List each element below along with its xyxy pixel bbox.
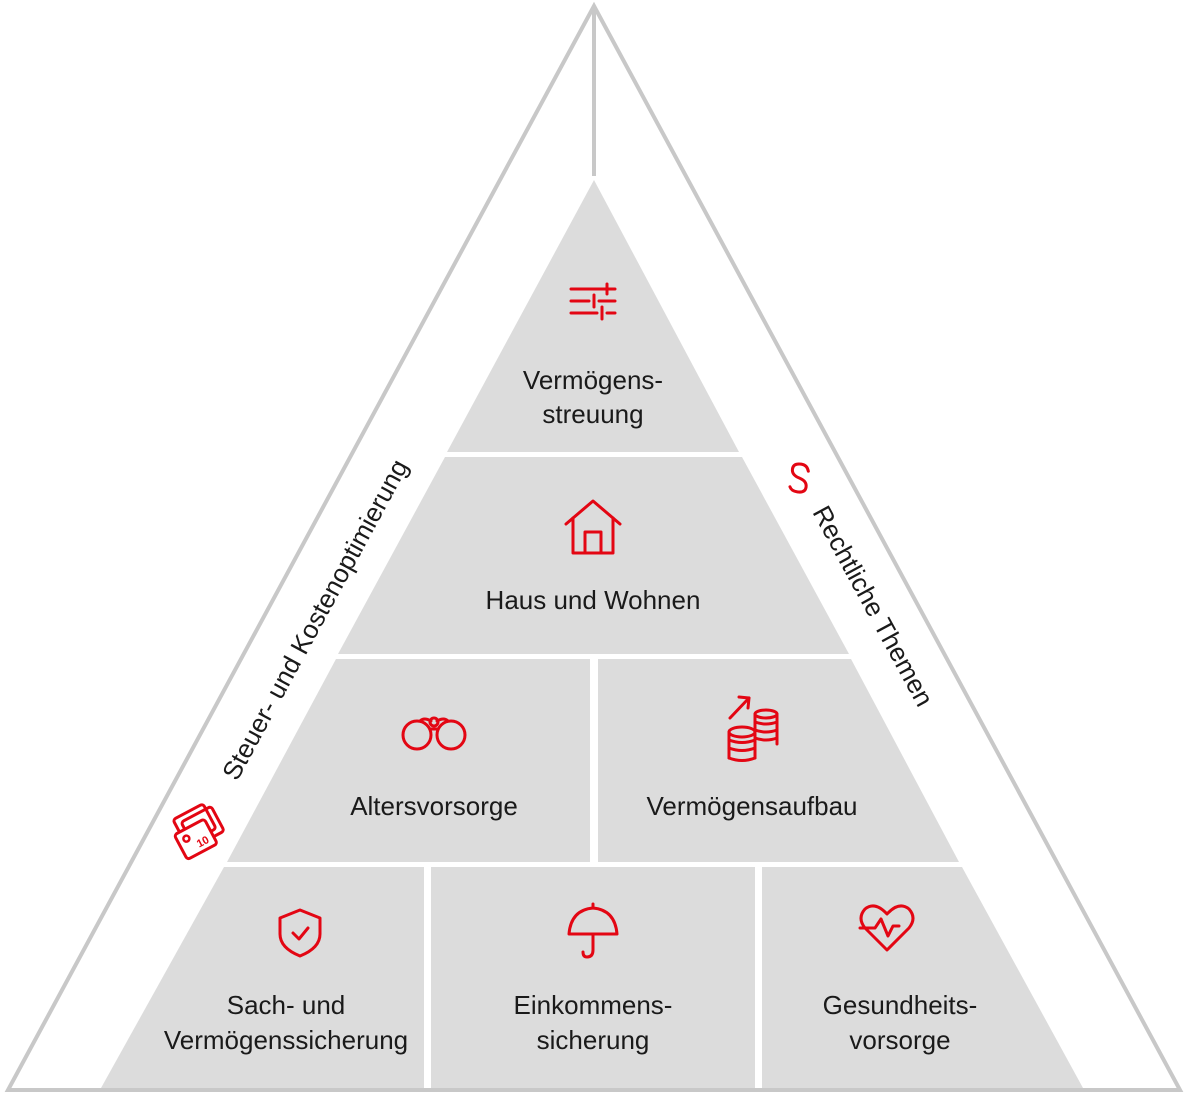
tile-group	[101, 180, 1083, 1088]
label-bottom-left-line1: Sach- und	[227, 990, 346, 1020]
label-bottom-right-line1: Gesundheits-	[823, 990, 978, 1020]
house-icon	[564, 499, 622, 555]
paragraph-icon	[788, 462, 810, 494]
umbrella-icon	[567, 902, 619, 959]
price-tag-icon: 10	[172, 803, 225, 861]
tile-bottom-left	[101, 867, 424, 1088]
tile-third-right	[598, 659, 959, 862]
label-top-line2: streuung	[542, 399, 643, 429]
tile-bottom-center	[431, 867, 755, 1088]
tile-bottom-right	[762, 867, 1083, 1088]
label-bottom-center-line2: sicherung	[537, 1025, 650, 1055]
label-bottom-right-line2: vorsorge	[849, 1025, 950, 1055]
label-third-right: Vermögensaufbau	[646, 791, 857, 821]
label-bottom-left-line2: Vermögenssicherung	[164, 1025, 408, 1055]
tile-third-left	[227, 659, 590, 862]
price-tag-badge: 10	[195, 834, 211, 850]
label-top-line1: Vermögens-	[523, 365, 663, 395]
tile-second	[338, 457, 849, 654]
shield-check-icon	[278, 908, 322, 958]
label-bottom-center-line1: Einkommens-	[514, 990, 673, 1020]
binoculars-icon	[401, 716, 467, 751]
label-third-left: Altersvorsorge	[350, 791, 518, 821]
heart-pulse-icon	[858, 904, 915, 952]
tile-top	[447, 180, 739, 452]
label-second: Haus und Wohnen	[486, 585, 701, 615]
sliders-icon	[569, 282, 617, 321]
coins-growth-icon	[727, 695, 779, 762]
